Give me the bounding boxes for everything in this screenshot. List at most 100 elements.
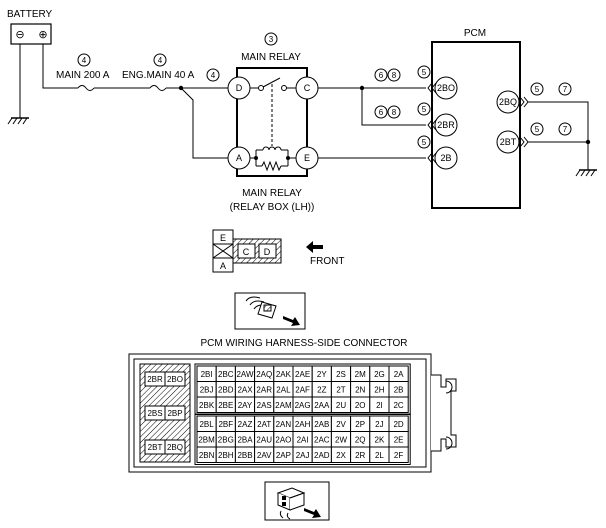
connector-cell: 2P [350,415,371,432]
svg-text:7: 7 [563,85,568,94]
svg-text:6: 6 [379,108,384,117]
connector-cell-label: 2AP [276,451,291,460]
connector-cell-label: 2AG [295,401,311,410]
connector-cell: 2AM [273,396,294,413]
svg-text:2BO: 2BO [437,83,455,93]
connector-cell-label: 2BK [199,401,215,410]
connector-cell-label: 2AA [314,401,330,410]
connector-cell: 2AX [234,381,256,398]
connector-cell: 2AL [273,381,294,398]
pcm-label: PCM [464,28,486,39]
callout-6-mid: 6 [374,105,388,119]
callout-main-relay: 3 [264,32,278,46]
connector-cell-label: 2AR [256,385,272,394]
connector-cell: 2C [388,396,409,413]
connector-cell: 2O [350,396,371,413]
connector-cell-label: 2U [336,401,346,410]
connector-cell: 2BD [215,381,236,398]
svg-text:8: 8 [392,71,397,80]
connector-cell-label: 2BL [199,420,214,429]
main-fuse-icon [77,85,95,91]
connector-cell: 2AZ [234,415,256,432]
battery-positive-terminal-icon: ⊕ [38,29,47,41]
main-relay-caption-line1: MAIN RELAY [242,188,302,199]
connector-cell-label: 2AD [314,451,330,460]
relay-box-connector-view [212,229,282,273]
pcm-connector-title: PCM WIRING HARNESS-SIDE CONNECTOR [200,338,407,349]
connector-cell: 2AA [311,396,332,413]
connector-cell-label: 2G [374,370,385,379]
connector-cell: 2U [330,396,352,413]
connector-cell-label: 2AX [237,385,253,394]
connector-cell-label: 2W [335,435,347,444]
svg-text:5: 5 [535,85,540,94]
connector-cell: 2BA [234,431,256,448]
connector-cell: 2K [369,431,390,448]
connector-cell-label: 2M [355,370,366,379]
relay-box-cell-a: A [220,261,226,271]
connector-cell-label: 2BO [167,375,183,384]
connector-cell-label: 2X [336,451,346,460]
connector-cell: 2Q [350,431,371,448]
svg-text:4: 4 [82,56,87,65]
connector-cell-label: 2AH [295,420,311,429]
battery-label: BATTERY [7,9,53,20]
svg-text:D: D [236,83,243,93]
connector-cell: 2AY [234,396,256,413]
connector-cell-label: 2BE [218,401,233,410]
connector-cell-label: 2BS [147,409,162,418]
main-relay-caption-line2: (RELAY BOX (LH)) [230,202,315,213]
callout-fuse-main: 4 [77,53,91,67]
pcm-pin-2bo: 2BO [434,76,458,100]
connector-cell-label: 2J [375,420,383,429]
connector-cell: 2I [369,396,390,413]
connector-cell: 2AC [311,431,332,448]
pcm-ground-wire [528,101,589,170]
connector-cell: 2S [330,365,352,382]
connector-cell: 2BM [196,431,217,448]
relay-box-cell-e: E [220,233,226,243]
connector-cell-label: 2B [394,385,404,394]
eng-main-fuse-label: ENG.MAIN 40 A [122,70,195,81]
svg-text:2B: 2B [440,153,451,163]
svg-text:8: 8 [392,108,397,117]
battery-symbol [10,23,52,45]
connector-cell-label: 2Q [355,435,366,444]
connector-cell-label: 2K [375,435,385,444]
connector-cell-label: 2BJ [200,385,214,394]
connector-cell-label: 2BA [237,435,253,444]
front-arrow-icon [306,241,323,253]
svg-text:2BT: 2BT [500,137,517,147]
svg-text:3: 3 [269,35,274,44]
relay-pin-c: C [295,76,319,100]
callout-5-2bt: 5 [530,122,544,136]
connector-cell: 2AF [292,381,313,398]
svg-text:5: 5 [535,125,540,134]
connector-cell-label: 2AS [257,401,272,410]
connector-cell-label: 2BC [218,370,234,379]
connector-cell: 2BF [215,415,236,432]
connector-cell: 2BJ [196,381,217,398]
svg-text:2BQ: 2BQ [499,97,517,107]
connector-cell: 2BL [196,415,217,432]
connector-cell: 2BP [164,405,186,421]
connector-cell: 2BQ [164,439,186,455]
connector-cell-label: 2AY [238,401,253,410]
connector-cell: 2AH [292,415,313,432]
svg-text:5: 5 [422,68,427,77]
battery-negative-terminal-icon: ⊖ [15,29,24,41]
connector-cell: 2A [388,365,409,382]
connector-cell-label: 2BG [218,435,234,444]
main-fuse-label: MAIN 200 A [56,70,110,81]
callout-5-2br: 5 [417,102,431,116]
connector-cell-label: 2BD [218,385,234,394]
connector-cell-label: 2BI [201,370,213,379]
main-relay-title: MAIN RELAY [241,52,301,63]
connector-cell-label: 2AV [257,451,272,460]
connector-cell-label: 2AM [275,401,292,410]
connector-cell-label: 2AL [276,385,291,394]
connector-cell: 2BR [144,371,166,387]
connector-cell: 2AJ [292,446,313,463]
connector-cell-label: 2AZ [238,420,253,429]
